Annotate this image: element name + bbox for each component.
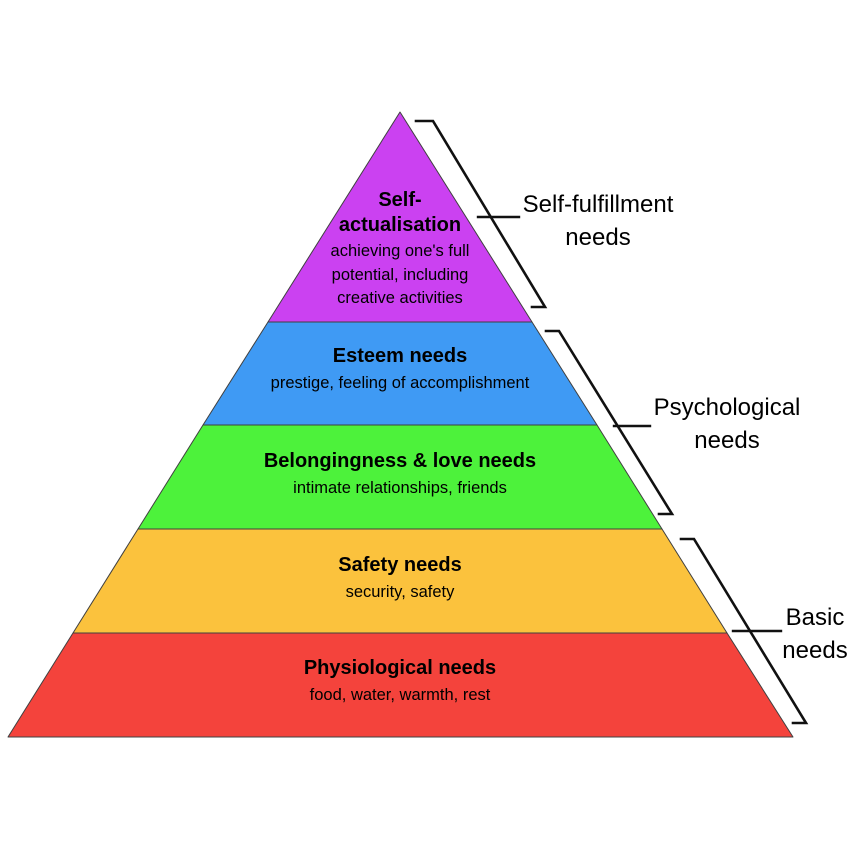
level-esteem-title: Esteem needs bbox=[333, 345, 468, 367]
level-physiological-desc: food, water, warmth, rest bbox=[310, 686, 491, 704]
level-self-actualisation-desc-line3: creative activities bbox=[337, 289, 463, 307]
level-safety-desc: security, safety bbox=[346, 583, 456, 601]
level-self-actualisation-title-line2: actualisation bbox=[339, 214, 461, 236]
group-label-psychological-line1: Psychological bbox=[654, 394, 801, 421]
level-esteem-desc: prestige, feeling of accomplishment bbox=[271, 374, 530, 392]
level-belongingness-title: Belongingness & love needs bbox=[264, 450, 536, 472]
level-belongingness-shape bbox=[137, 424, 663, 530]
bracket-psychological bbox=[544, 329, 675, 516]
level-safety-shape bbox=[72, 528, 728, 634]
group-label-self-fulfillment-line1: Self-fulfillment bbox=[523, 191, 674, 218]
level-physiological-title: Physiological needs bbox=[304, 657, 496, 679]
level-physiological-shape bbox=[7, 632, 794, 738]
level-belongingness-desc: intimate relationships, friends bbox=[293, 479, 507, 497]
bracket-self-fulfillment bbox=[414, 119, 548, 309]
level-self-actualisation-title-line1: Self- bbox=[378, 189, 421, 211]
level-self-actualisation-desc-line2: potential, including bbox=[332, 266, 469, 284]
group-label-basic-line1: Basic bbox=[786, 604, 845, 631]
level-safety-title: Safety needs bbox=[338, 554, 461, 576]
group-label-self-fulfillment-line2: needs bbox=[565, 224, 630, 251]
group-label-basic-line2: needs bbox=[782, 637, 847, 664]
group-label-psychological-line2: needs bbox=[694, 427, 759, 454]
level-self-actualisation-desc-line1: achieving one's full bbox=[331, 242, 470, 260]
